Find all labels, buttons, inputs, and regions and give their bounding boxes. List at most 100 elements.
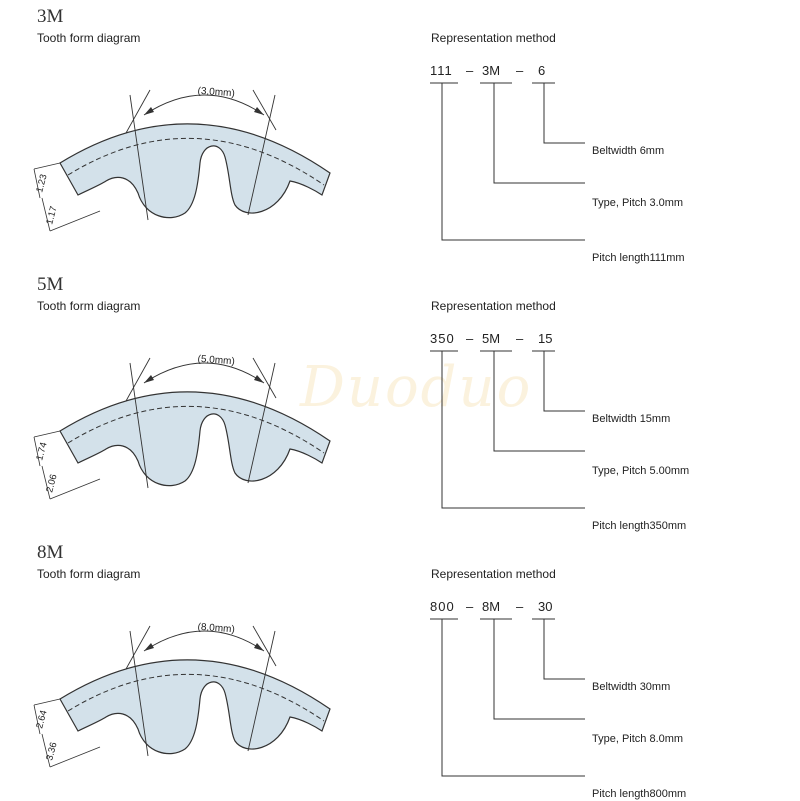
pitch-dimension-arc [143, 362, 265, 384]
dimension-label-b: 2.06 [44, 473, 59, 494]
tooth-form-drawing: (5.0mm) 1.74 2.06 [33, 354, 331, 500]
arrow-right [254, 107, 264, 115]
pitch-line [67, 137, 325, 186]
dimension-leader-a [33, 436, 41, 467]
dimension-label-a: 1.23 [34, 173, 49, 194]
pitch-line [67, 405, 325, 454]
pitch-dimension-arc [143, 94, 265, 116]
dimension-tick-b [49, 210, 101, 232]
dimension-label-a: 2.64 [34, 709, 49, 730]
label-beltwidth: Beltwidth 6mm [592, 145, 664, 157]
arrow-left [144, 375, 154, 383]
rep-length-code: 800 [430, 599, 455, 614]
dimension-label-b: 1.17 [44, 205, 59, 226]
rep-separator-1: – [466, 63, 474, 78]
extension-line-right-2 [252, 625, 277, 667]
dimension-tick-b [49, 478, 101, 500]
belt-body [59, 659, 331, 755]
dimension-leader-a [33, 704, 41, 735]
rep-width-code: 6 [538, 63, 545, 78]
extension-line-right [247, 362, 276, 484]
representation-diagram: 111 – 3M – 6 Beltwidth 6mm Type, Pitch 3… [430, 63, 685, 264]
arrow-right [254, 375, 264, 383]
label-beltwidth: Beltwidth 15mm [592, 413, 670, 425]
rep-width-code: 15 [538, 331, 552, 346]
label-beltwidth: Beltwidth 30mm [592, 681, 670, 693]
leader-width [543, 351, 585, 412]
tooth-form-drawing: (8.0mm) 2.64 3.36 [33, 622, 331, 768]
arrow-left [144, 107, 154, 115]
belt-type-heading: 8M [37, 542, 64, 563]
rep-type-code: 8M [482, 599, 500, 614]
extension-line-left [129, 362, 149, 489]
belt-section-8m: 8M Tooth form diagram (8.0mm) 2.64 3.36 … [0, 536, 800, 801]
dimension-leader-b [41, 465, 51, 500]
dimension-label-a: 1.74 [34, 441, 49, 462]
rep-separator-2: – [516, 331, 524, 346]
belt-section-3m: 3M Tooth form diagram (3.0mm) 1.23 1.17 … [0, 0, 800, 265]
tooth-form-label: Tooth form diagram [37, 31, 141, 45]
dimension-leader-a [33, 168, 41, 199]
tooth-form-label: Tooth form diagram [37, 567, 141, 581]
representation-method-title: Representation method [431, 31, 556, 45]
rep-type-code: 5M [482, 331, 500, 346]
arrow-right [254, 643, 264, 651]
belt-type-heading: 5M [37, 274, 64, 295]
representation-diagram: 350 – 5M – 15 Beltwidth 15mm Type, Pitch… [430, 331, 689, 532]
extension-line-right-2 [252, 89, 277, 131]
tooth-form-drawing: (3.0mm) 1.23 1.17 [33, 86, 331, 232]
dimension-label-b: 3.36 [44, 741, 59, 762]
arrow-left [144, 643, 154, 651]
leader-type [493, 351, 585, 452]
extension-line-left-2 [125, 357, 151, 402]
extension-line-left-2 [125, 89, 151, 134]
extension-line-left-2 [125, 625, 151, 670]
leader-length [441, 351, 585, 509]
leader-width [543, 83, 585, 144]
extension-line-left [129, 630, 149, 757]
label-type-pitch: Type, Pitch 5.00mm [592, 465, 689, 477]
belt-body [59, 391, 331, 487]
leader-length [441, 619, 585, 777]
label-type-pitch: Type, Pitch 8.0mm [592, 733, 683, 745]
extension-line-right [247, 94, 276, 216]
rep-length-code: 350 [430, 331, 455, 346]
pitch-dimension-label: (5.0mm) [197, 354, 235, 368]
label-type-pitch: Type, Pitch 3.0mm [592, 197, 683, 209]
leader-type [493, 83, 585, 184]
representation-method-title: Representation method [431, 567, 556, 581]
watermark-text: Duoduo [300, 355, 533, 420]
belt-type-heading: 3M [37, 6, 64, 27]
rep-separator-2: – [516, 599, 524, 614]
rep-width-code: 30 [538, 599, 552, 614]
leader-width [543, 619, 585, 680]
dimension-leader-b [41, 197, 51, 232]
pitch-dimension-label: (3.0mm) [197, 86, 235, 100]
dimension-leader-b [41, 733, 51, 768]
extension-line-left [129, 94, 149, 221]
dimension-tick-a [33, 162, 61, 170]
tooth-form-label: Tooth form diagram [37, 299, 141, 313]
dimension-tick-a [33, 698, 61, 706]
extension-line-right [247, 630, 276, 752]
dimension-tick-a [33, 430, 61, 438]
rep-length-code: 111 [430, 63, 453, 78]
pitch-dimension-label: (8.0mm) [197, 622, 235, 636]
leader-type [493, 619, 585, 720]
pitch-dimension-arc [143, 630, 265, 652]
label-pitch-length: Pitch length800mm [592, 788, 686, 800]
rep-type-code: 3M [482, 63, 500, 78]
label-pitch-length: Pitch length350mm [592, 520, 686, 532]
representation-method-title: Representation method [431, 299, 556, 313]
rep-separator-1: – [466, 599, 474, 614]
belt-body [59, 123, 331, 219]
rep-separator-1: – [466, 331, 474, 346]
rep-separator-2: – [516, 63, 524, 78]
belt-section-5m: 5M Tooth form diagram (5.0mm) 1.74 2.06 … [0, 268, 800, 533]
leader-length [441, 83, 585, 241]
extension-line-right-2 [252, 357, 277, 399]
representation-diagram: 800 – 8M – 30 Beltwidth 30mm Type, Pitch… [430, 599, 686, 800]
pitch-line [67, 673, 325, 722]
dimension-tick-b [49, 746, 101, 768]
label-pitch-length: Pitch length111mm [592, 252, 685, 264]
